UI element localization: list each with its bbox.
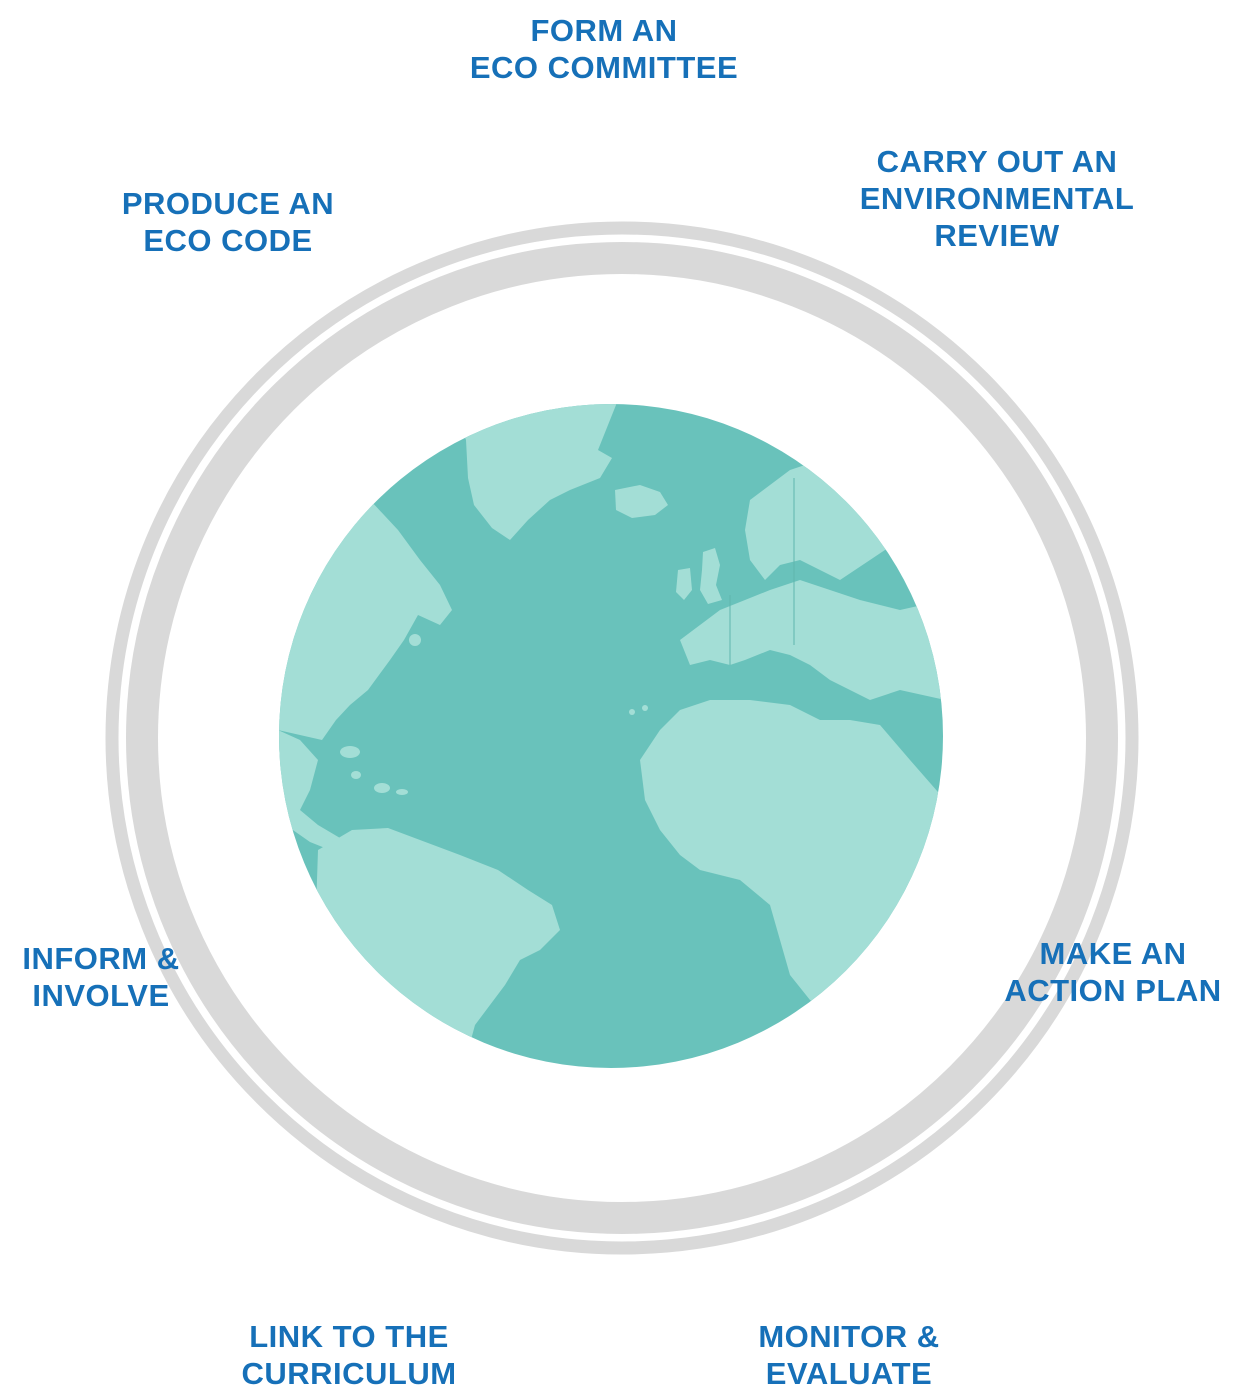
step-label-line: PRODUCE AN	[121, 186, 335, 221]
step-inform-involve: INFORM & INVOLVE	[22, 940, 179, 1014]
island-canary	[642, 705, 648, 711]
step-carry-out-environmental-review: CARRY OUT AN ENVIRONMENTAL REVIEW	[860, 143, 1135, 254]
island-azores	[629, 709, 635, 715]
landmass-europe	[680, 580, 943, 700]
step-label-line: ACTION PLAN	[1004, 973, 1222, 1008]
step-label-line: FORM AN	[530, 13, 678, 48]
step-label-line: ECO COMMITTEE	[469, 50, 739, 85]
step-label-line: LINK TO THE	[249, 1319, 449, 1354]
island-puerto-rico	[396, 789, 408, 795]
landmass-iceland	[615, 485, 668, 518]
step-monitor-evaluate: MONITOR & EVALUATE	[758, 1318, 939, 1392]
island-hispaniola	[374, 783, 390, 793]
landmass-central-america	[279, 730, 340, 850]
step-label-line: REVIEW	[934, 218, 1060, 253]
landmass-greenland	[448, 404, 620, 540]
landmass-uk	[700, 548, 722, 604]
step-label-line: ENVIRONMENTAL	[859, 181, 1135, 216]
island-jamaica	[351, 771, 361, 779]
step-form-eco-committee: FORM AN ECO COMMITTEE	[470, 12, 738, 86]
step-link-curriculum: LINK TO THE CURRICULUM	[241, 1318, 456, 1392]
inner-ring	[126, 242, 1118, 1234]
landmass-africa	[640, 700, 943, 1020]
step-label-line: MAKE AN	[1039, 936, 1187, 971]
step-label-line: EVALUATE	[765, 1356, 933, 1391]
step-label-line: CARRY OUT AN	[876, 144, 1118, 179]
outer-ring	[105, 221, 1139, 1255]
step-label-line: INFORM &	[22, 941, 180, 976]
step-label-line: INVOLVE	[32, 978, 170, 1013]
step-produce-eco-code: PRODUCE AN ECO CODE	[122, 185, 334, 259]
landmass-ireland	[676, 568, 692, 600]
island-cuba	[340, 746, 360, 758]
step-label-line: MONITOR &	[758, 1319, 940, 1354]
step-label-line: CURRICULUM	[241, 1356, 457, 1391]
earth-globe-icon	[279, 404, 943, 1068]
island-newfoundland	[409, 634, 421, 646]
step-label-line: ECO CODE	[143, 223, 313, 258]
step-make-action-plan: MAKE AN ACTION PLAN	[1004, 935, 1221, 1009]
